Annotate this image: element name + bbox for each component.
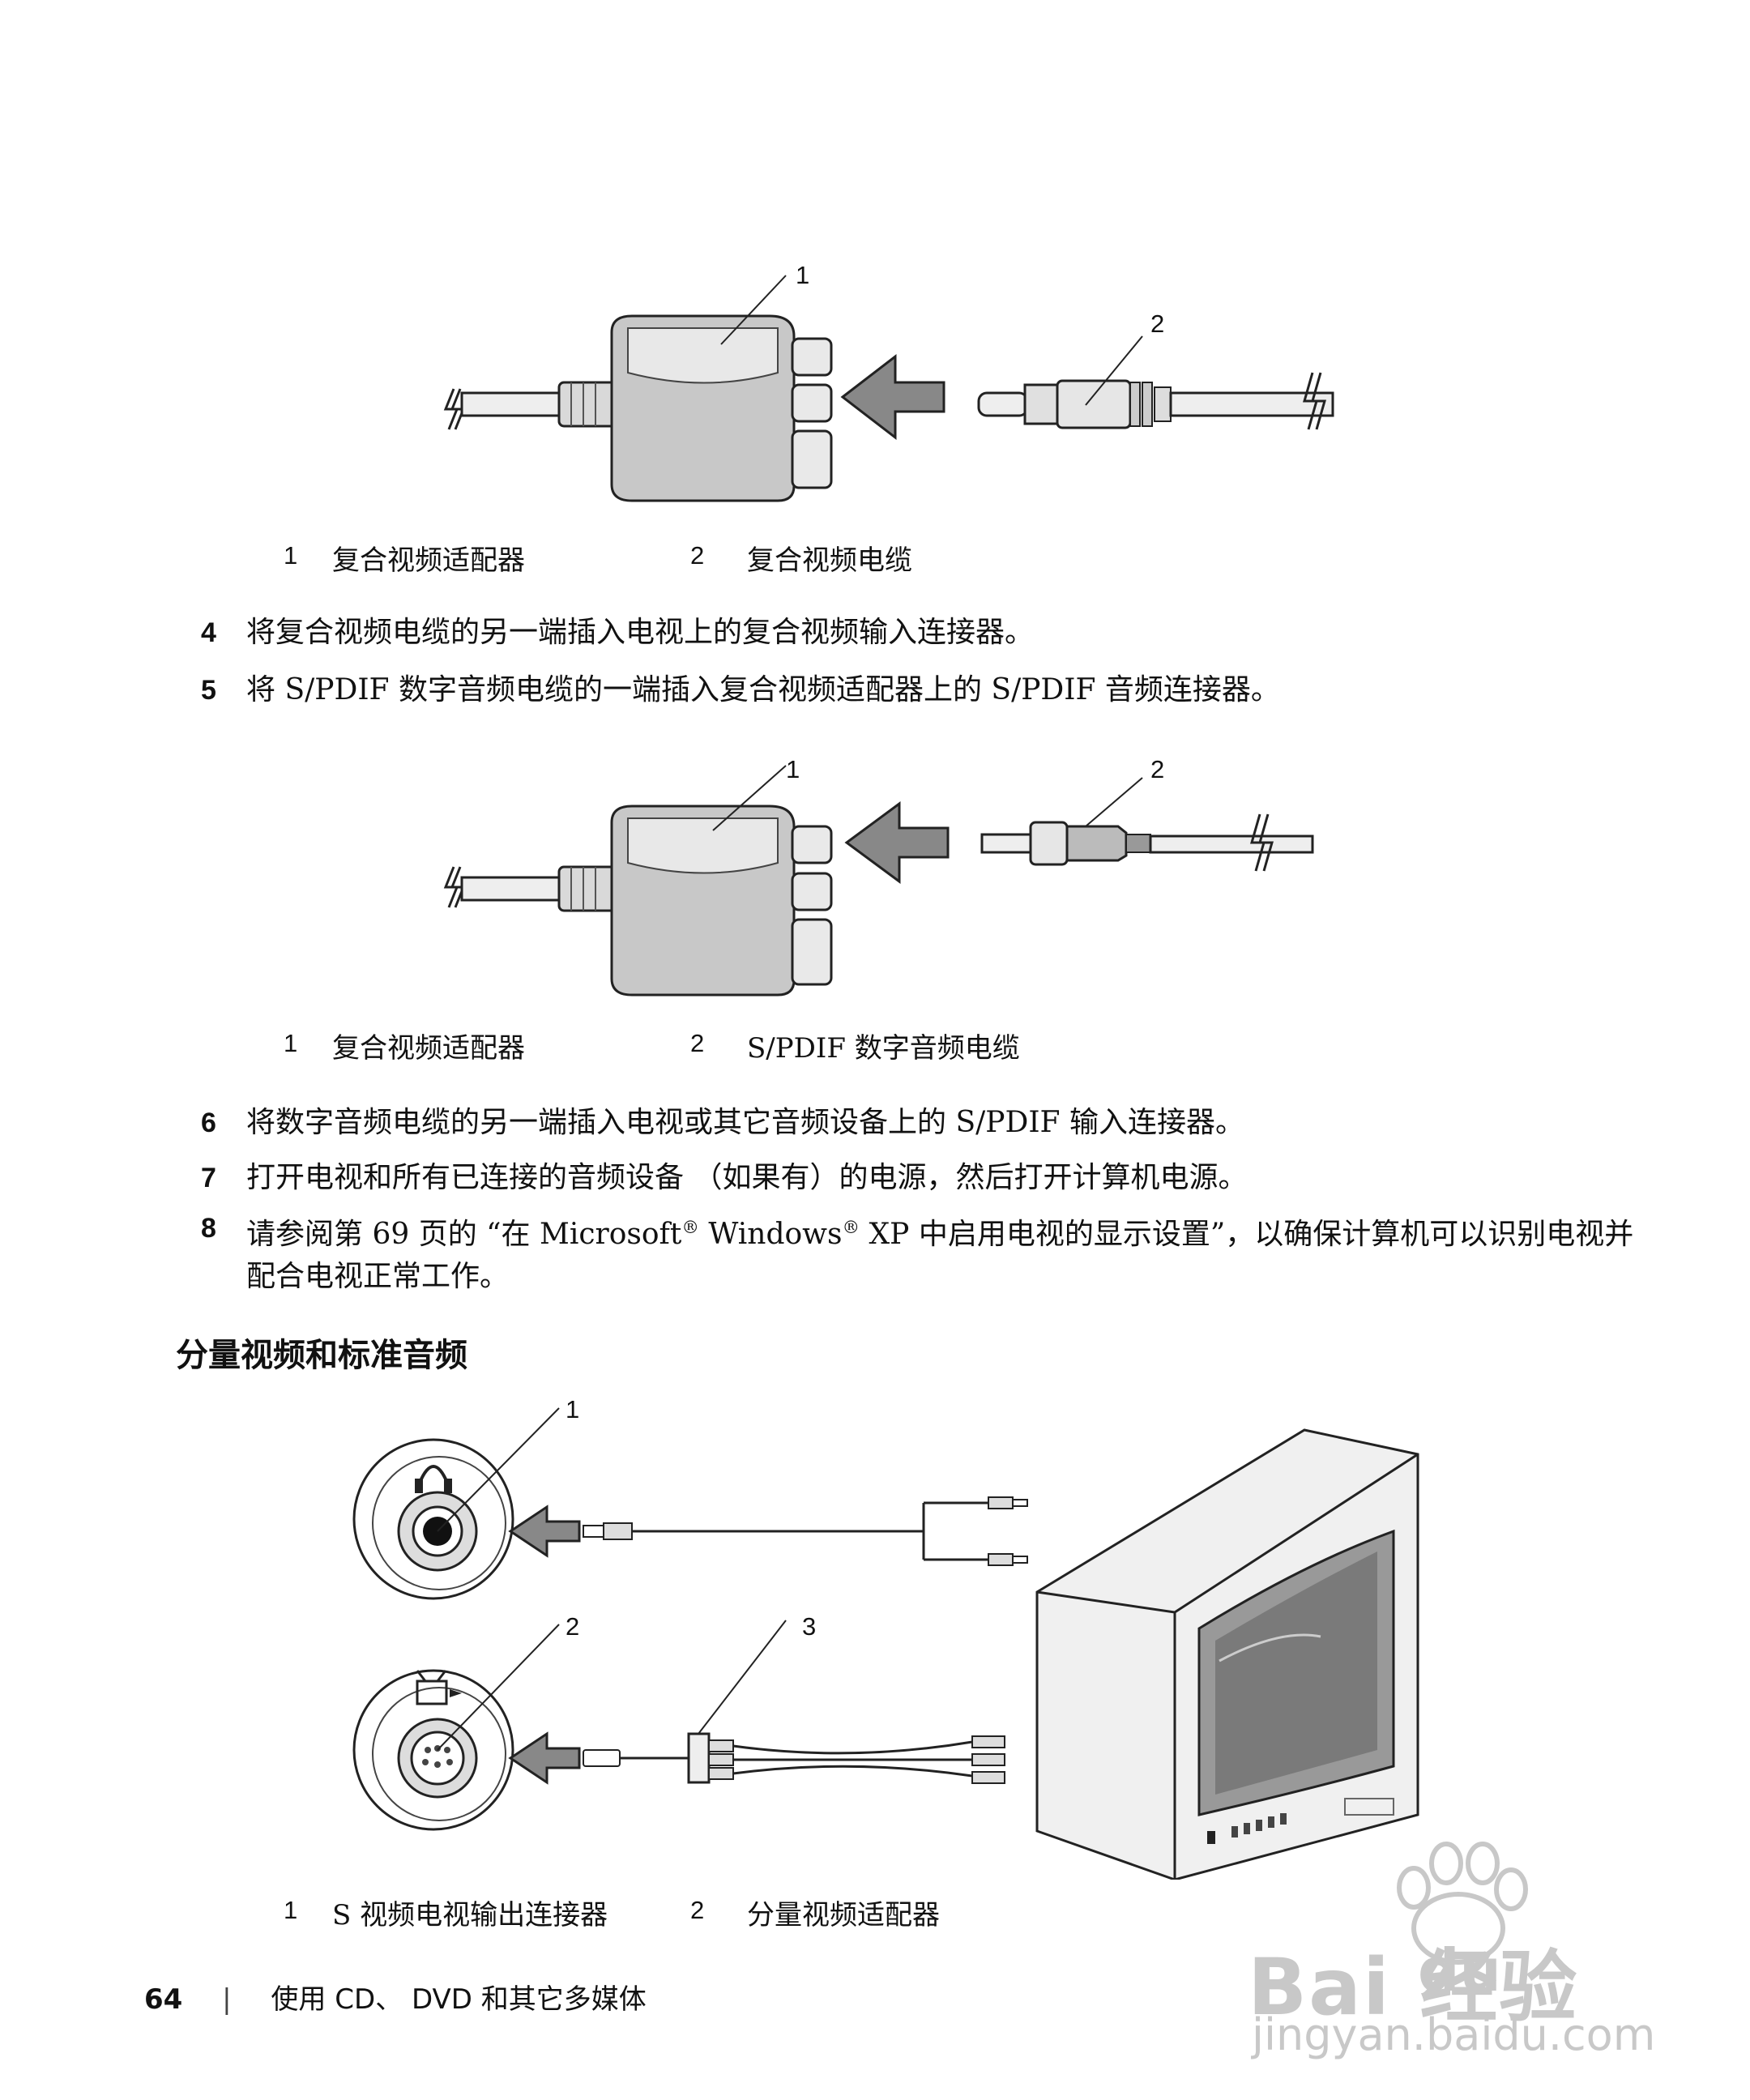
composite-video-adapter-figure-1 — [443, 275, 1334, 502]
figure1-callout-2: 2 — [1150, 309, 1165, 338]
figure3-caption-2-text: 分量视频适配器 — [747, 1899, 940, 1931]
figure2-callout-1: 1 — [786, 755, 800, 783]
chapter-title: 使用 CD、 DVD 和其它多媒体 — [271, 1983, 647, 2016]
page-footer: 64 | 使用 CD、 DVD 和其它多媒体 — [144, 1977, 647, 2017]
section-heading: 分量视频和标准音频 — [176, 1337, 467, 1374]
step-7-text: 打开电视和所有已连接的音频设备 （如果有）的电源，然后打开计算机电源。 — [246, 1161, 1248, 1194]
baidu-watermark-url: jingyan.baidu.com — [1252, 2009, 1656, 2060]
page-number: 64 — [144, 1983, 183, 2016]
figure1-caption-2-number: 2 — [690, 541, 705, 570]
step-5-text: 将 S/PDIF 数字音频电缆的一端插入复合视频适配器上的 S/PDIF 音频连… — [246, 673, 1280, 706]
figure2-caption-2-text: S/PDIF 数字音频电缆 — [747, 1032, 1020, 1065]
figure1-caption-1-number: 1 — [284, 541, 298, 570]
baidu-paw-icon — [1397, 1842, 1528, 1965]
figure3-callout-1: 1 — [566, 1395, 580, 1423]
step-6-number: 6 — [201, 1108, 216, 1138]
footer-separator: | — [222, 1983, 232, 2016]
figure3-caption-1-text: S 视频电视输出连接器 — [332, 1899, 608, 1931]
component-video-figure-3 — [352, 1407, 1419, 1880]
figure2-caption-1-text: 复合视频适配器 — [332, 1032, 525, 1065]
tv-out-icon — [416, 1680, 448, 1705]
figure3-caption-1-number: 1 — [284, 1896, 298, 1924]
step-4-text: 将复合视频电缆的另一端插入电视上的复合视频输入连接器。 — [246, 616, 1035, 649]
figure2-caption-1-number: 1 — [284, 1029, 298, 1057]
step-7-number: 7 — [201, 1163, 216, 1193]
figure1-callout-1: 1 — [796, 261, 810, 289]
step-5-number: 5 — [201, 675, 216, 706]
step-6-text: 将数字音频电缆的另一端插入电视或其它音频设备上的 S/PDIF 输入连接器。 — [246, 1106, 1244, 1139]
figure2-callout-2: 2 — [1150, 755, 1165, 783]
figure2-caption-2-number: 2 — [690, 1029, 705, 1057]
figure1-caption-2-text: 复合视频电缆 — [747, 544, 912, 577]
spdif-cable-figure-2 — [443, 765, 1314, 997]
baidu-watermark-brand: Bai 经验 — [1248, 1942, 1579, 2033]
step-4-number: 4 — [201, 617, 216, 648]
figure3-callout-3: 3 — [802, 1612, 817, 1641]
figure3-caption-2-number: 2 — [690, 1896, 705, 1924]
figure3-callout-2: 2 — [566, 1612, 580, 1641]
step-8-number: 8 — [201, 1213, 216, 1244]
baidu-watermark-du: du — [1418, 1936, 1501, 2004]
headphone-icon — [418, 1465, 449, 1483]
step-8-text: 请参阅第 69 页的 “在 Microsoft® Windows® XP 中启用… — [246, 1218, 1634, 1293]
figure1-caption-1-text: 复合视频适配器 — [332, 544, 525, 577]
